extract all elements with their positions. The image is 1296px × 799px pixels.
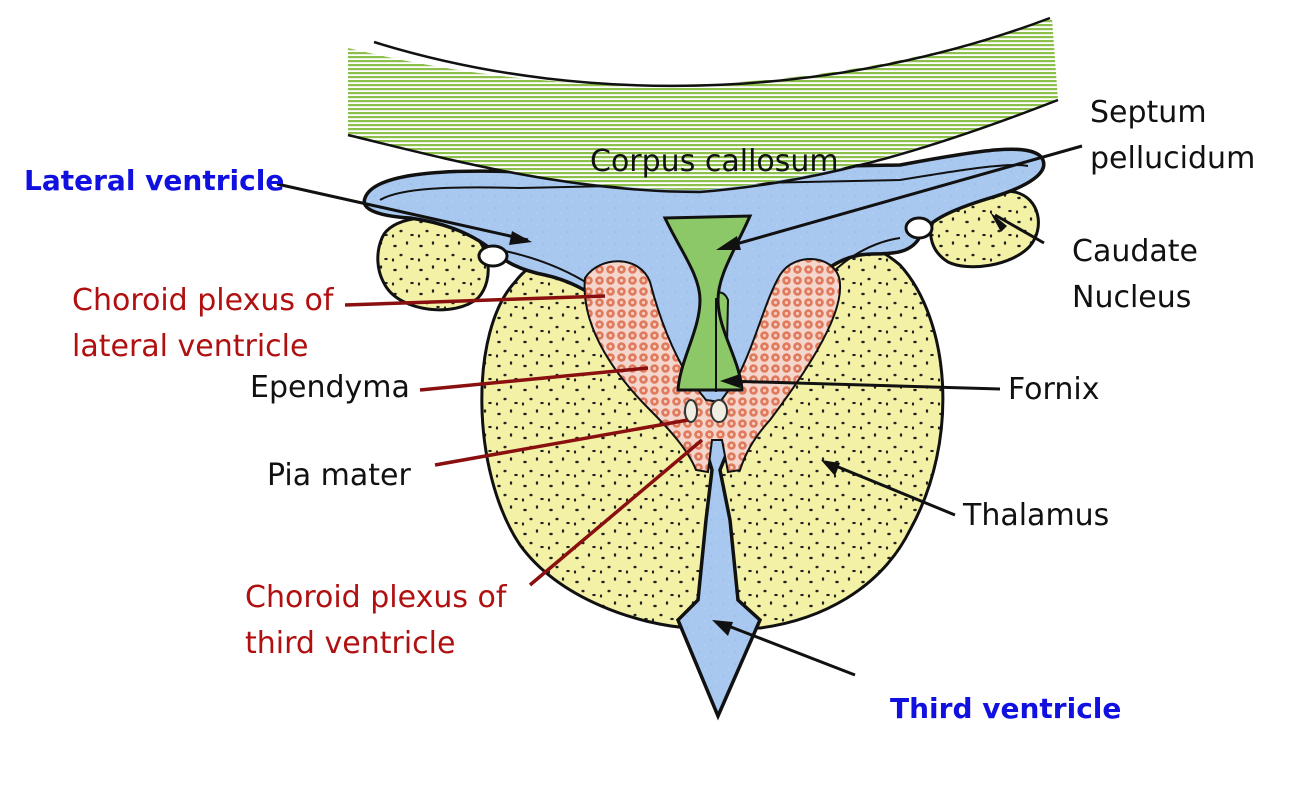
pointer-lines-red — [344, 294, 704, 587]
label-pia-mater: Pia mater — [267, 458, 411, 493]
label-lateral-ventricle: Lateral ventricle — [24, 164, 285, 197]
corpus-callosum-shape — [348, 18, 1058, 190]
pia-vessel-right-shape — [710, 399, 728, 423]
label-caudate-nucleus-line2: Nucleus — [1072, 280, 1192, 315]
label-choroid-plexus-third: Choroid plexus of third ventricle — [245, 575, 506, 667]
label-choroid-plexus-lateral: Choroid plexus of lateral ventricle — [72, 278, 333, 370]
septum-pellucidum-shape — [662, 214, 753, 392]
label-choroid-plexus-lateral-line1: Choroid plexus of — [72, 283, 334, 318]
label-caudate-nucleus: Caudate Nucleus — [1072, 229, 1198, 321]
label-corpus-callosum: Corpus callosum — [590, 144, 839, 179]
label-septum-pellucidum-line2: pellucidum — [1090, 141, 1256, 176]
vessel-left-shape — [477, 244, 509, 268]
label-septum-pellucidum: Septum pellucidum — [1090, 90, 1255, 182]
label-choroid-plexus-third-line2: third ventricle — [245, 626, 456, 661]
label-ependyma: Ependyma — [250, 370, 410, 405]
label-septum-pellucidum-line1: Septum — [1090, 95, 1207, 130]
vessel-right-shape — [904, 216, 934, 240]
label-fornix: Fornix — [1008, 372, 1100, 407]
pointer-lines-black — [276, 144, 1083, 677]
pia-vessel-left-shape — [684, 399, 698, 423]
label-third-ventricle: Third ventricle — [890, 692, 1122, 725]
label-thalamus: Thalamus — [963, 498, 1110, 533]
label-choroid-plexus-lateral-line2: lateral ventricle — [72, 329, 309, 364]
label-choroid-plexus-third-line1: Choroid plexus of — [245, 580, 507, 615]
label-caudate-nucleus-line1: Caudate — [1072, 234, 1198, 269]
